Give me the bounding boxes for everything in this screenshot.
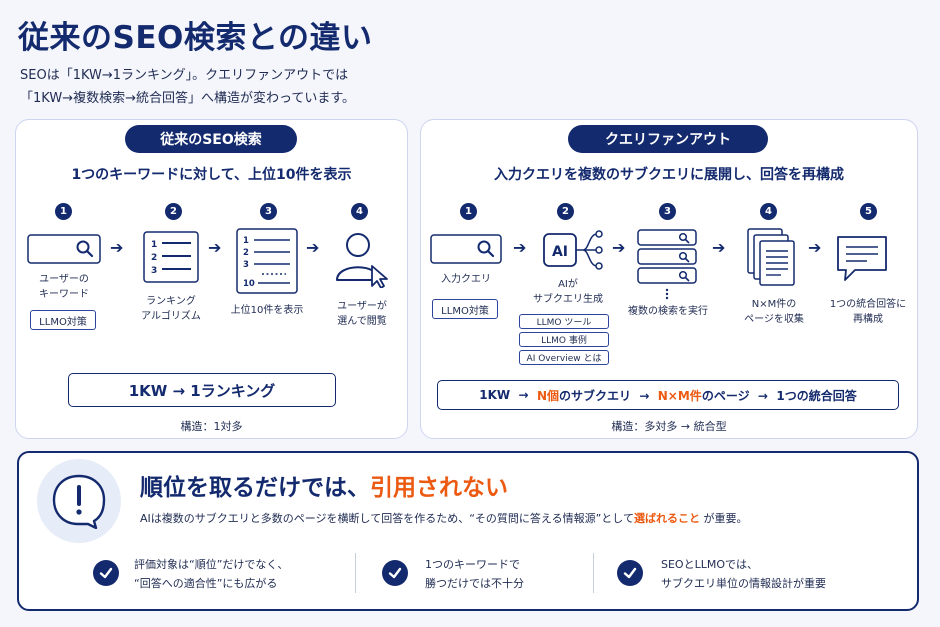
search-box-icon [430, 234, 502, 264]
svg-text:2: 2 [151, 253, 157, 263]
related-link-ai-overview[interactable]: AI Overview とは [519, 350, 609, 365]
desc-part: が重要。 [703, 512, 748, 525]
headline-part: 順位を取るだけでは、 [140, 475, 370, 501]
divider [355, 553, 356, 593]
step-caption-3: 複数の検索を実行 [628, 306, 708, 317]
arrow-icon: ➔ [208, 238, 222, 257]
traditional-flow-box: 1KW → 1ランキング [68, 373, 336, 407]
step-number-4: 4 [760, 203, 777, 220]
step-caption-1: 入力クエリ [441, 274, 491, 285]
check-icon [382, 560, 408, 586]
step-caption-5: 1つの統合回答に 再構成 [829, 299, 907, 325]
point-2: 1つのキーワードで 勝つだけでは不十分 [425, 558, 524, 590]
check-icon [93, 560, 119, 586]
headline-emphasis: 引用されない [370, 475, 508, 501]
doc-number-10: 10 [243, 279, 255, 289]
step-number-4: 4 [351, 203, 368, 220]
llmo-link-tag[interactable]: LLMO対策 [30, 310, 96, 330]
step-caption-2: ランキング アルゴリズム [141, 296, 201, 322]
traditional-structure-label: 構造：1対多 [180, 420, 243, 433]
desc-emphasis: 選ばれること [633, 512, 700, 525]
key-description: AIは複数のサブクエリと多数のページを横断して回答を作るため、“その質問に答える… [140, 510, 747, 526]
arrow-icon: ➔ [612, 238, 626, 257]
lead-line-1: SEOは「1KW→1ランキング」。クエリファンアウトでは [20, 68, 349, 83]
point-3: SEOとLLMOでは、 サブクエリ単位の情報設計が重要 [661, 558, 826, 590]
arrow-icon: ➔ [513, 238, 527, 257]
key-message-panel [17, 451, 919, 611]
related-link-llmo-tool[interactable]: LLMO ツール [519, 314, 609, 329]
step-caption-1: ユーザーの キーワード [39, 274, 89, 300]
step-number-5: 5 [860, 203, 877, 220]
arrow-icon: ➔ [306, 238, 320, 257]
ai-label: AI [552, 244, 568, 260]
doc-number-2: 2 [243, 248, 249, 258]
arrow-icon: ➔ [712, 238, 726, 257]
related-link-llmo-case[interactable]: LLMO 事例 [519, 332, 609, 347]
arrow-icon: ➔ [110, 238, 124, 257]
step-number-1: 1 [55, 203, 72, 220]
page-title: 従来のSEO検索との違い [18, 20, 373, 56]
step-number-2: 2 [557, 203, 574, 220]
chat-bubble-icon [837, 236, 887, 281]
key-headline: 順位を取るだけでは、引用されない [140, 468, 508, 502]
query-fanout-subhead: 入力クエリを複数のサブクエリに展開し、回答を再構成 [494, 167, 844, 183]
flow-part: 1KW → [479, 388, 537, 402]
ai-branch-icon: AI [543, 230, 603, 270]
step-caption-4: N×M件の ページを収集 [744, 299, 804, 325]
search-stack-icon [637, 229, 697, 300]
check-icon [617, 560, 643, 586]
traditional-seo-pill: 従来のSEO検索 [125, 125, 297, 153]
lead-line-2: 「1KW→複数検索→統合回答」へ構造が変わっています。 [20, 91, 356, 106]
alert-speech-icon [52, 474, 106, 529]
ranking-list-icon: 1 2 3 [143, 231, 199, 283]
llmo-link-tag[interactable]: LLMO対策 [432, 299, 498, 319]
step-caption-2: AIが サブクエリ生成 [533, 279, 603, 305]
desc-part: AIは複数のサブクエリと多数のページを横断して回答を作るため、“その質問に答える… [140, 512, 634, 525]
query-fanout-pill: クエリファンアウト [568, 125, 768, 153]
step-number-1: 1 [460, 203, 477, 220]
step-caption-4: ユーザーが 選んで閲覧 [337, 301, 387, 327]
flow-highlight-nm: N×M件 [657, 388, 702, 403]
pages-stack-icon [747, 228, 795, 286]
search-box-icon [27, 234, 101, 264]
flow-highlight-n: N個 [536, 388, 559, 403]
traditional-seo-subhead: 1つのキーワードに対して、上位10件を表示 [71, 167, 352, 183]
point-1: 評価対象は“順位”だけでなく、 “回答への適合性”にも広がる [134, 558, 289, 590]
step-caption-3: 上位10件を表示 [230, 305, 304, 316]
user-click-icon [336, 233, 388, 288]
step-number-3: 3 [659, 203, 676, 220]
arrow-icon: ➔ [808, 238, 822, 257]
fanout-flow-box: 1KW → N個 のサブクエリ → N×M件 のページ → 1つの統合回答 [437, 380, 899, 410]
flow-part: のページ → 1つの統合回答 [701, 388, 857, 403]
divider [593, 553, 594, 593]
results-page-icon: 1 2 3 10 [236, 228, 298, 294]
svg-text:3: 3 [151, 266, 157, 276]
step-number-2: 2 [165, 203, 182, 220]
doc-number-1: 1 [243, 236, 249, 246]
fanout-structure-label: 構造：多対多 → 統合型 [611, 420, 727, 433]
step-number-3: 3 [260, 203, 277, 220]
svg-text:1: 1 [151, 240, 157, 250]
doc-number-3: 3 [243, 260, 249, 270]
flow-part: のサブクエリ → [558, 388, 658, 403]
